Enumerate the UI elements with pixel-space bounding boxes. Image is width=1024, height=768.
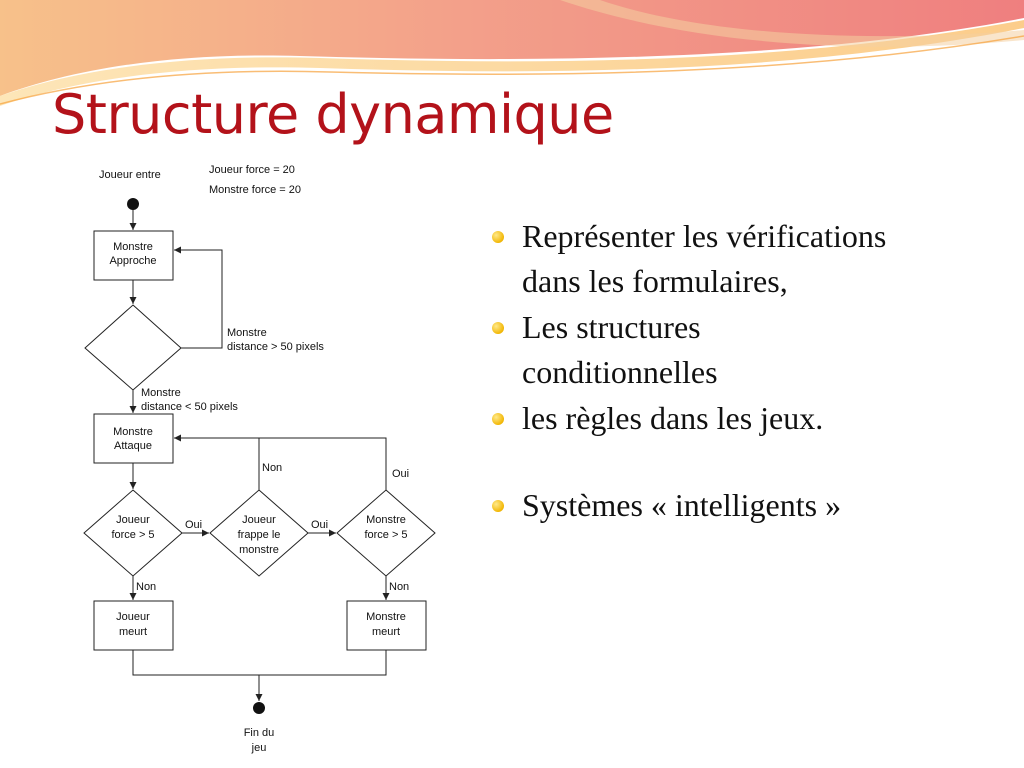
label-oui-1: Oui: [185, 519, 202, 531]
bullet-item: les règles dans les jeux.: [492, 396, 992, 441]
node-joueur-meurt: Joueur meurt: [93, 600, 174, 651]
decision-joueur-frappe: Joueur frappe le monstre: [209, 489, 309, 577]
edge-mf-oui-loop: [174, 434, 387, 490]
svg-text:Attaque: Attaque: [114, 440, 152, 452]
svg-text:Joueur: Joueur: [116, 611, 150, 623]
label-non-frappe: Non: [262, 462, 282, 474]
edge-merge: [132, 650, 387, 676]
decision-distance: [84, 304, 182, 391]
svg-text:Monstre: Monstre: [113, 426, 153, 438]
label-distance-lt-2: distance < 50 pixels: [141, 401, 238, 413]
label-oui-2: Oui: [311, 519, 328, 531]
label-non-jf: Non: [136, 581, 156, 593]
edge-loop-approche: [174, 246, 223, 349]
header-swoosh-decoration: [0, 0, 1024, 106]
start-node: [127, 198, 139, 210]
svg-text:Joueur: Joueur: [242, 514, 276, 526]
label-distance-gt: Monstre: [227, 327, 267, 339]
svg-text:Monstre: Monstre: [113, 241, 153, 253]
svg-text:Monstre: Monstre: [366, 514, 406, 526]
node-monstre-approche: Monstre Approche: [93, 230, 174, 281]
label-non-mf: Non: [389, 581, 409, 593]
bullet-dot-icon: [492, 412, 504, 425]
svg-text:Monstre: Monstre: [366, 611, 406, 623]
monstre-force-label: Monstre force = 20: [209, 184, 301, 196]
svg-text:force > 5: force > 5: [111, 529, 154, 541]
end-label: Fin du: [244, 727, 275, 739]
svg-text:monstre: monstre: [239, 544, 279, 556]
bullet-dot-icon: [492, 321, 504, 334]
label-oui-loop: Oui: [392, 468, 409, 480]
svg-text:force > 5: force > 5: [364, 529, 407, 541]
end-node: [253, 702, 265, 714]
bullet-dot-icon: [492, 500, 504, 513]
bullet-item: Systèmes « intelligents »: [492, 483, 992, 528]
slide-title: Structure dynamique: [52, 83, 614, 146]
bullet-dot-icon: [492, 231, 504, 243]
svg-text:Joueur: Joueur: [116, 514, 150, 526]
svg-text:meurt: meurt: [119, 626, 147, 638]
svg-text:meurt: meurt: [372, 626, 400, 638]
svg-text:frappe le: frappe le: [238, 529, 281, 541]
node-monstre-attaque: Monstre Attaque: [93, 413, 174, 464]
label-distance-lt: Monstre: [141, 387, 181, 399]
decision-monstre-force: Monstre force > 5: [336, 489, 436, 577]
end-label-2: jeu: [251, 742, 267, 754]
joueur-force-label: Joueur force = 20: [209, 164, 295, 176]
node-monstre-meurt: Monstre meurt: [346, 600, 427, 651]
start-label: Joueur entre: [99, 169, 161, 181]
label-distance-gt-2: distance > 50 pixels: [227, 341, 324, 353]
decision-joueur-force: Joueur force > 5: [83, 489, 183, 577]
svg-text:Approche: Approche: [109, 255, 156, 267]
